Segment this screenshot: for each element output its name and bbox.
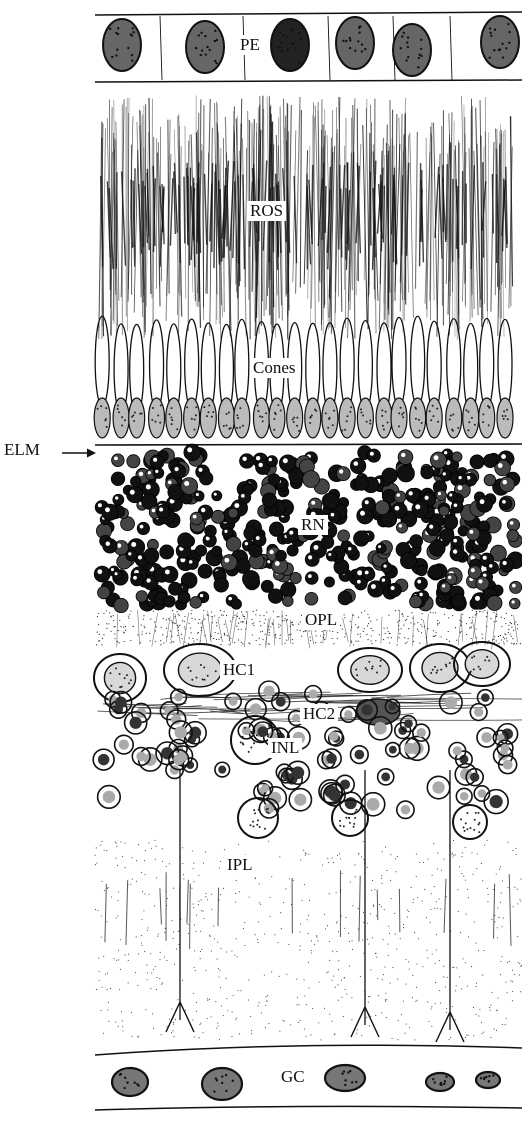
- cones-layer: [94, 316, 522, 445]
- label-hc2: HC2: [300, 704, 338, 724]
- label-elm: ELM: [4, 440, 40, 460]
- label-inl: INL: [268, 738, 302, 758]
- gc-layer: [95, 1045, 522, 1110]
- label-ipl: IPL: [224, 855, 256, 875]
- ros-layer: [99, 95, 513, 340]
- label-cones: Cones: [250, 358, 299, 378]
- label-gc: GC: [278, 1067, 308, 1087]
- elm-arrow-icon: [62, 447, 96, 459]
- pe-layer: [95, 12, 522, 82]
- label-pe: PE: [237, 35, 263, 55]
- label-rn: RN: [298, 515, 328, 535]
- label-ros: ROS: [247, 201, 286, 221]
- label-opl: OPL: [302, 610, 340, 630]
- label-hc1: HC1: [220, 660, 258, 680]
